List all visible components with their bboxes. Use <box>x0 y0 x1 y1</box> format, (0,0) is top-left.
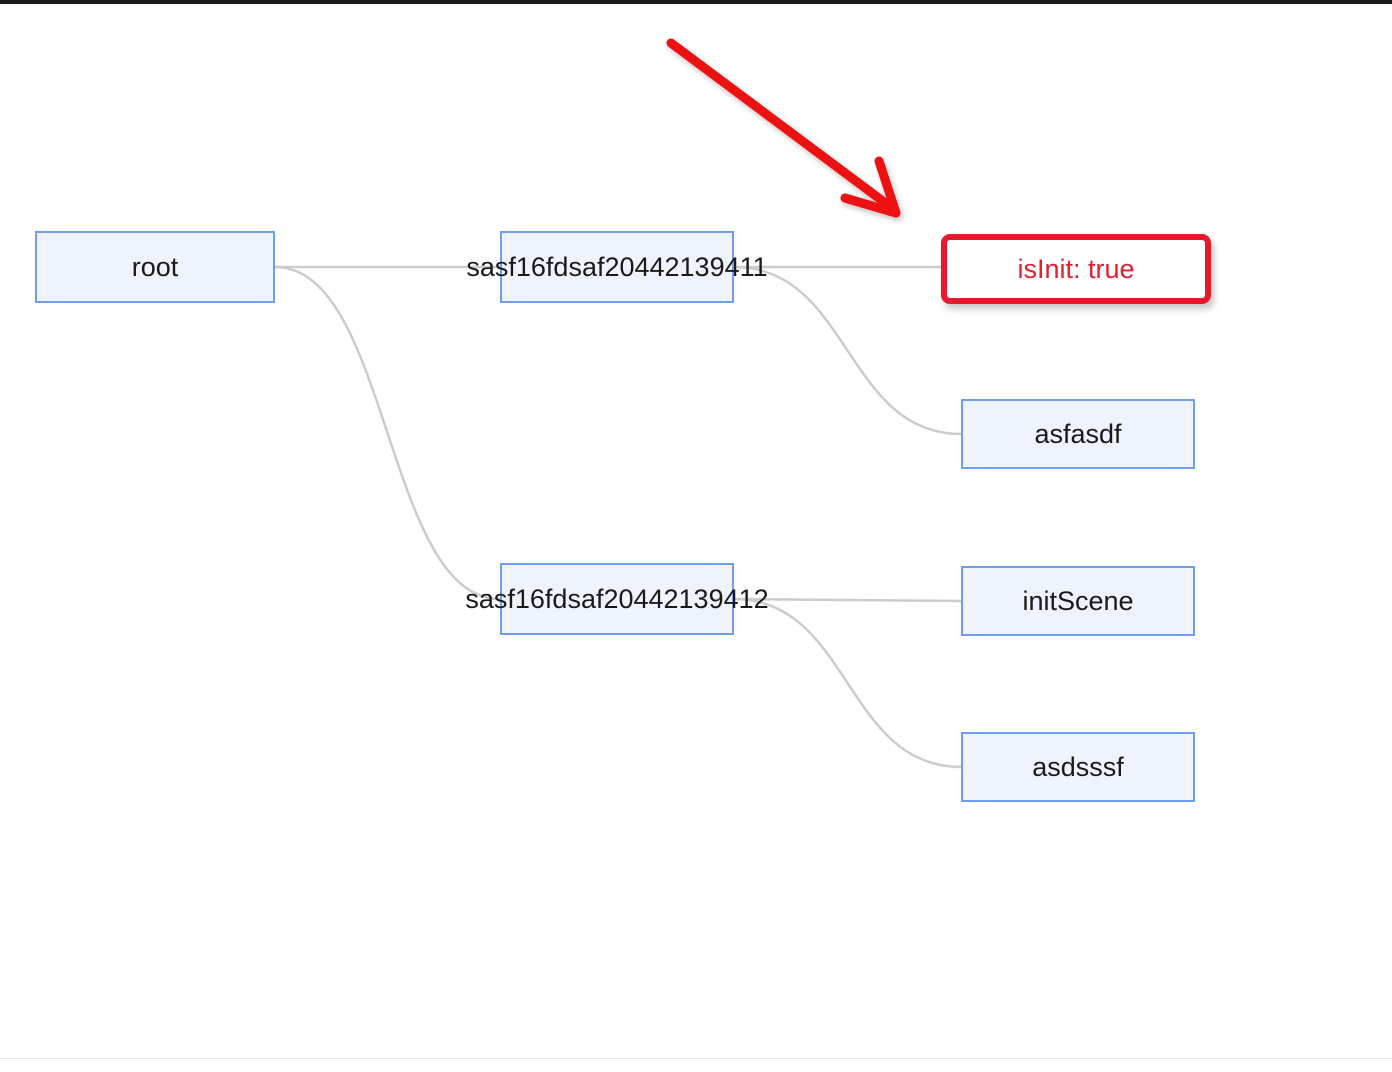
node-label: sasf16fdsaf20442139412 <box>465 583 769 614</box>
node-label: initScene <box>1022 585 1134 616</box>
node-label: asdsssf <box>1032 751 1124 782</box>
node-label: asfasdf <box>1034 418 1122 449</box>
node-label: isInit: true <box>1017 253 1135 284</box>
node-label: sasf16fdsaf20442139411 <box>466 251 768 282</box>
bottom-divider <box>0 1058 1392 1059</box>
edge-n411-to-asfasdf <box>733 265 962 436</box>
node-sasf16fdsaf20442139411[interactable]: sasf16fdsaf20442139411 <box>466 231 768 303</box>
node-isinit-true-highlighted[interactable]: isInit: true <box>941 234 1211 304</box>
node-label: root <box>131 251 179 282</box>
top-strip <box>0 0 1392 4</box>
node-root[interactable]: root <box>35 231 275 303</box>
red-arrow-icon <box>666 38 901 218</box>
node-asfasdf[interactable]: asfasdf <box>961 399 1195 469</box>
node-sasf16fdsaf20442139412[interactable]: sasf16fdsaf20442139412 <box>465 563 769 635</box>
edge-n412-to-asdsssf <box>733 597 962 769</box>
node-initscene[interactable]: initScene <box>961 566 1195 636</box>
node-asdsssf[interactable]: asdsssf <box>961 732 1195 802</box>
edge-root-to-n412 <box>274 265 501 601</box>
